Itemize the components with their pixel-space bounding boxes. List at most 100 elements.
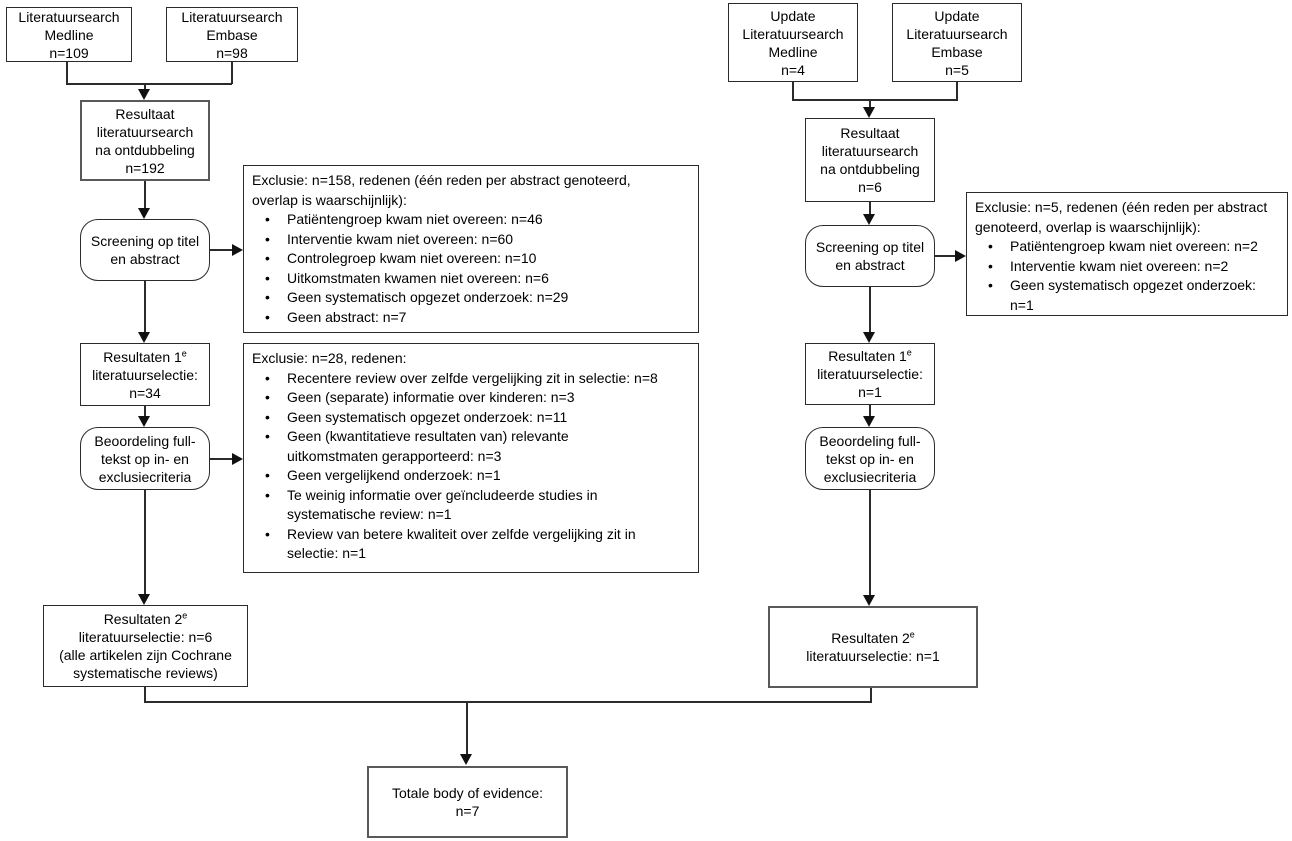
list-item: •Patiëntengroep kwam niet overeen: n=2 [975, 237, 1281, 257]
box-literatuursearch-medline: Literatuursearch Medline n=109 [6, 7, 132, 62]
box-text-line: Literatuursearch [742, 25, 844, 42]
box-resultaat-search-right: Resultaat literatuursearch na ontdubbeli… [805, 118, 935, 202]
list-item-text: Patiëntengroep kwam niet overeen: n=2 [1010, 238, 1258, 254]
list-item: • Geen abstract: n=7 [252, 308, 692, 328]
bullet-marker: • [988, 277, 993, 293]
bullet-marker: • [265, 211, 270, 227]
list-item: •Interventie kwam niet overeen: n=2 [975, 257, 1281, 277]
bullet-marker: • [265, 230, 270, 247]
box-text-line: n=6 [858, 179, 882, 195]
box-text-line: Resultaten 1e [828, 347, 912, 365]
box-text-line: en abstract [110, 251, 180, 267]
list-item: •Uitkomstmaten kwamen niet overeen: n=6 [252, 269, 692, 289]
box-text-part: Resultaten 2 [103, 611, 183, 627]
list-item: •Patiëntengroep kwam niet overeen: n=46 [252, 210, 692, 230]
list-item-text: Recentere review over zelfde vergelijkin… [287, 369, 658, 386]
connector-line [869, 202, 871, 215]
list-item: •Geen vergelijkend onderzoek: n=1 [252, 466, 692, 486]
box-resultaten-1e-left: Resultaten 1e literatuurselectie: n=34 [80, 343, 210, 406]
bullet-marker: • [265, 389, 270, 405]
exclusion-list: •Patiëntengroep kwam niet overeen: n=2 •… [975, 237, 1281, 315]
connector-arrowhead-down [863, 214, 875, 225]
list-item-text: Geen abstract: n=7 [287, 308, 407, 325]
box-text-line: n=192 [125, 159, 165, 176]
exclusion-list: • Recentere review over zelfde vergelijki… [252, 369, 692, 564]
connector-arrowhead-down [460, 754, 472, 765]
box-text-line: n=7 [455, 803, 480, 819]
box-text-line: n=98 [216, 44, 248, 61]
connector-line [210, 249, 233, 251]
box-screening-left: Screening op titel en abstract [80, 219, 210, 281]
box-text-line: Literatuursearch [906, 25, 1008, 42]
box-text-line: literatuurselectie: n=1 [806, 648, 940, 664]
connector-arrowhead-down [138, 89, 150, 100]
box-text-line: na ontdubbeling [95, 141, 195, 158]
box-resultaten-1e-right: Resultaten 1e literatuurselectie: n=1 [805, 343, 935, 405]
box-text-line: Totale body of evidence: [392, 785, 543, 801]
list-item-text: Controlegroep kwam niet overeen: n=10 [287, 250, 537, 266]
connector-line [792, 99, 957, 101]
exclusion-box-fulltext-main: Exclusie: n=28, redenen: • Recentere revi… [243, 343, 699, 573]
list-item: •Geen (separate) informatie over kindere… [252, 388, 692, 408]
box-text-part: Resultaten 2 [831, 630, 910, 646]
connector-line [210, 458, 233, 460]
connector-line [869, 490, 871, 596]
exclusion-title: Exclusie: n=5, redenen (één reden per ab… [975, 199, 1268, 235]
box-text-line: systematische reviews) [73, 665, 218, 681]
box-text-line: Resultaten 2e [831, 629, 915, 647]
list-item: •Recentere review over zelfde vergelijki… [252, 369, 692, 389]
list-item: • Geen systematisch opgezet onderzoek: n=… [252, 288, 692, 308]
box-text-line: literatuursearch [96, 123, 194, 140]
list-item-text: Geen systematisch opgezet onderzoek: n=2… [287, 289, 569, 305]
box-screening-right: Screening op titel en abstract [805, 225, 935, 287]
box-text-line: Medline [768, 43, 818, 60]
box-text-line: Update [770, 7, 816, 24]
list-item-text: Interventie kwam niet overeen: n=60 [287, 230, 514, 247]
box-text-line: Literatuursearch [18, 8, 120, 25]
bullet-marker: • [265, 250, 270, 266]
box-text-part: Resultaten 1 [103, 348, 182, 365]
box-text-line: en abstract [835, 257, 905, 273]
connector-line [144, 406, 146, 417]
connector-line [869, 405, 871, 417]
connector-line [66, 62, 68, 84]
box-text-line: n=109 [49, 44, 89, 61]
box-text-line: n=1 [858, 384, 882, 400]
list-item: • Geen systematisch opgezet onderzoek: n=… [975, 276, 1281, 315]
connector-arrowhead-right [232, 244, 243, 256]
connector-line [144, 701, 872, 703]
superscript-e: e [181, 347, 187, 358]
list-item: •Te weinig informatie over geïncludeerde… [252, 486, 692, 525]
box-beoordeling-left: Beoordeling full- tekst op in- en exclus… [80, 427, 210, 490]
list-item-text: Geen (kwantitatieve resultaten van) rele… [287, 428, 569, 464]
box-text-line: na ontdubbeling [820, 161, 920, 177]
box-text-line: n=4 [781, 61, 805, 78]
connector-line [956, 82, 958, 101]
list-item: •Geen systematisch opgezet onderzoek: n=… [252, 408, 692, 428]
superscript-e: e [909, 629, 915, 640]
box-text-line: Literatuursearch [181, 8, 283, 25]
box-resultaten-2e-left: Resultaten 2e literatuurselectie: n=6 (a… [43, 605, 248, 687]
list-item-text: Interventie kwam niet overeen: n=2 [1010, 257, 1229, 274]
box-text-line: exclusiecriteria [98, 468, 192, 485]
bullet-marker: • [265, 467, 270, 483]
bullet-marker: • [265, 308, 270, 325]
box-text-line: Medline [44, 26, 94, 43]
connector-line [144, 84, 146, 91]
box-totale-body-of-evidence: Totale body of evidence: n=7 [367, 766, 568, 838]
box-resultaat-search-left: Resultaat literatuursearch na ontdubbeli… [80, 100, 210, 181]
connector-arrowhead-down [138, 332, 150, 343]
box-text-part: Resultaten 1 [828, 348, 907, 364]
box-resultaten-2e-right: Resultaten 2e literatuurselectie: n=1 [768, 606, 978, 688]
exclusion-title: Exclusie: n=28, redenen: [252, 350, 407, 366]
box-text-line: Screening op titel [815, 239, 925, 255]
list-item-text: Uitkomstmaten kwamen niet overeen: n=6 [287, 269, 549, 286]
box-text-line: Resultaten 2e [104, 610, 188, 628]
connector-arrowhead-down [863, 595, 875, 606]
connector-arrowhead-down [138, 416, 150, 427]
box-text-line: Screening op titel [90, 233, 200, 249]
bullet-marker: • [265, 289, 270, 305]
bullet-marker: • [265, 428, 270, 444]
list-item-text: Geen systematisch opgezet onderzoek: n=1 [1010, 277, 1256, 313]
